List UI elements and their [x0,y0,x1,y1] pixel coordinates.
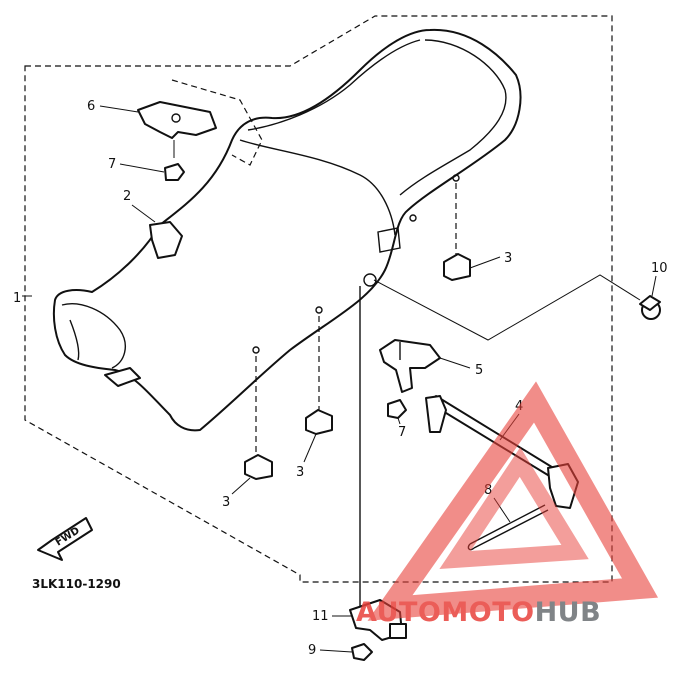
callout-11: 11 [312,609,329,624]
bracket-part-6 [137,79,263,166]
grommet-part-10 [639,295,661,320]
damper-part-3-center [305,316,333,435]
watermark-text-hub: HUB [535,597,602,628]
callout-7-lower: 7 [398,425,406,440]
nut-part-7-lower [387,399,407,419]
callout-7-upper: 7 [108,157,116,172]
watermark-text-moto: MOTO [441,597,534,628]
callout-2: 2 [123,189,131,204]
callout-3-right: 3 [504,251,512,266]
leader-10 [373,274,641,341]
callout-6: 6 [87,99,95,114]
callout-10: 10 [651,261,668,276]
callout-8: 8 [484,483,492,498]
damper-part-3-right [443,183,471,281]
svg-text:AUTOMOTOHUB: AUTOMOTOHUB [356,597,601,628]
damper-part-3-left [244,356,273,480]
part-code: 3LK110-1290 [32,577,121,591]
callout-3-left: 3 [222,495,230,510]
forward-direction-arrow: FWD [37,517,93,561]
callout-3-center: 3 [296,465,304,480]
watermark-triangle [367,381,659,621]
bolt-part-9 [351,643,373,661]
watermark-text-auto: AUTO [356,597,441,628]
seat-part-1 [52,28,522,432]
bracket-part-5 [379,339,441,393]
callout-5: 5 [475,363,483,378]
nut-part-7-upper [164,163,185,181]
callout-9: 9 [308,643,316,658]
watermark-logo: AUTOMOTOHUB [356,381,659,628]
callout-1: 1 [13,291,21,306]
